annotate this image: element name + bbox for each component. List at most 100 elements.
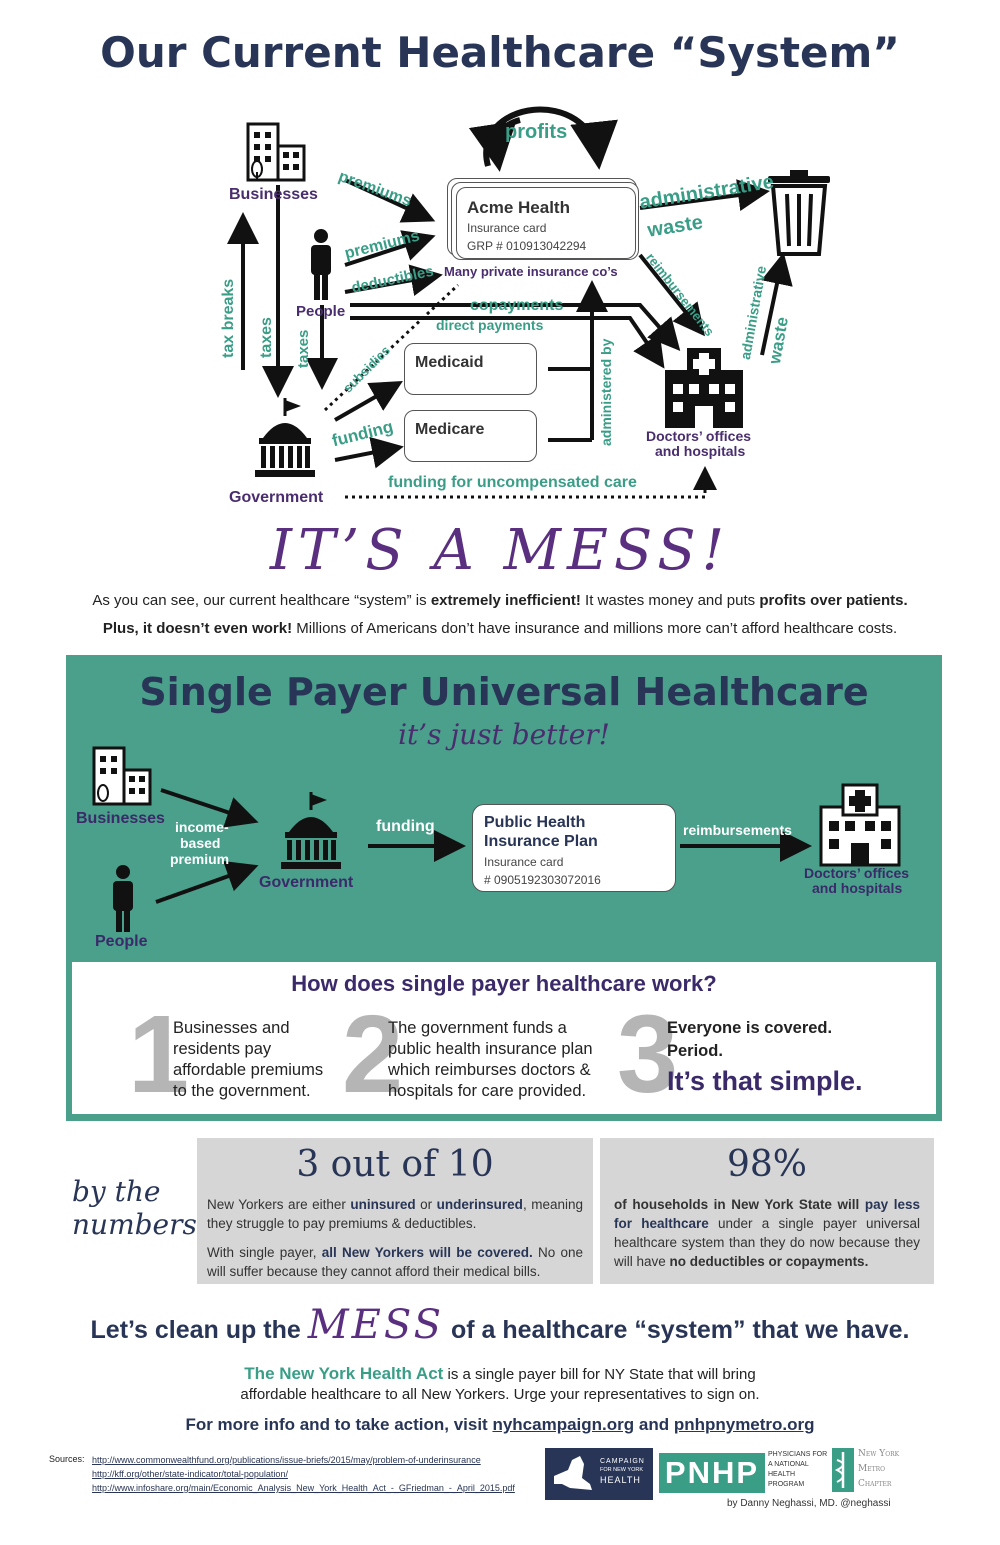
step-1-number: 1	[128, 993, 190, 1116]
sp-doctors-label-1: Doctors’ offices	[804, 865, 910, 881]
government-capitol-icon	[255, 398, 315, 477]
businesses-building-icon	[92, 746, 152, 806]
stat-text: under a single payer universal healthcar…	[614, 1216, 921, 1269]
stat-text: , meaning they struggle to pay premiums …	[207, 1197, 583, 1231]
single-payer-diagram	[92, 746, 901, 932]
hospital-icon	[665, 348, 743, 428]
step-3-text-b: Period.	[667, 1042, 723, 1060]
businesses-label: Businesses	[229, 186, 318, 203]
pnhp-text-1: PHYSICIANS FOR	[768, 1451, 828, 1458]
card-group-number: GRP # 010913042294	[467, 239, 587, 253]
stat-bold: no deductibles or copayments.	[669, 1254, 869, 1269]
businesses-building-icon	[246, 122, 306, 182]
chapter-text-3: Chapter	[858, 1479, 892, 1489]
stat-bold: pay less for healthcare	[614, 1197, 920, 1231]
desc-text: Millions of Americans don’t have insuran…	[292, 620, 898, 637]
hospital-icon	[819, 783, 901, 867]
desc-bold: extremely inefficient!	[430, 592, 581, 609]
info-text: and	[634, 1415, 674, 1434]
step-1-text: Businesses and residents pay affordable …	[173, 1019, 324, 1100]
pnhp-text-4: PROGRAM	[768, 1481, 805, 1488]
sp-businesses-label: Businesses	[76, 810, 165, 827]
government-label: Government	[229, 489, 324, 506]
stat-text: With single payer,	[207, 1245, 322, 1260]
step-3-text-c: It’s that simple.	[667, 1066, 863, 1096]
card-type: Insurance card	[467, 221, 547, 235]
pnhp-text-3: HEALTH	[768, 1471, 796, 1478]
uncompensated-care-label: funding for uncompensated care	[388, 474, 637, 491]
step-2-text: The government funds a public health ins…	[388, 1019, 593, 1100]
chapter-text-2: Metro	[858, 1464, 886, 1474]
nyhcampaign-link[interactable]: nyhcampaign.org	[492, 1415, 635, 1434]
desc-text: As you can see, our current healthcare “…	[92, 592, 431, 609]
source-link[interactable]: http://www.commonwealthfund.org/publicat…	[92, 1455, 481, 1465]
stat-1-big: 3 out of 10	[296, 1144, 494, 1185]
step-2-number: 2	[342, 993, 404, 1116]
taxes-people-label: taxes	[295, 329, 312, 368]
public-card-number: # 0905192303072016	[484, 873, 601, 887]
stat-1-paragraph-1: New Yorkers are either uninsured or unde…	[207, 1195, 583, 1233]
public-card-name-1: Public Health	[484, 814, 586, 831]
medicaid-label: Medicaid	[415, 354, 484, 371]
profits-label: profits	[505, 121, 568, 143]
stat-bold: of households in New York State will	[614, 1197, 865, 1212]
source-link[interactable]: http://www.infoshare.org/main/Economic_A…	[92, 1483, 515, 1493]
pnhpnymetro-link[interactable]: pnhpnymetro.org	[673, 1415, 815, 1434]
caduceus-icon	[832, 1448, 854, 1492]
public-card-name-2: Insurance Plan	[484, 833, 598, 850]
sp-funding-label: funding	[376, 818, 435, 835]
desc-bold: Plus, it doesn’t even work!	[102, 620, 293, 637]
doctors-label-1: Doctors’ offices	[646, 428, 752, 444]
doctors-label-2: and hospitals	[655, 443, 746, 459]
by-the-numbers-label-2: numbers	[72, 1208, 197, 1241]
administered-by-label: administered by	[598, 338, 614, 446]
cta-text-a: Let’s clean up the	[90, 1316, 301, 1344]
by-the-numbers-label-1: by the	[72, 1175, 161, 1208]
medicare-box: Medicare	[404, 410, 537, 462]
campaign-text-3: HEALTH	[600, 1475, 641, 1485]
current-system-description-2: Plus, it doesn’t even work! Millions of …	[0, 620, 1000, 637]
person-icon	[311, 229, 331, 300]
author-credit: by Danny Neghassi, MD. @neghassi	[727, 1498, 891, 1509]
pnhp-logo: PNHP	[659, 1453, 765, 1493]
mess-heading: IT’S A MESS!	[269, 518, 731, 583]
cta-text-b: of a healthcare “system” that we have.	[450, 1316, 910, 1344]
single-payer-title: Single Payer Universal Healthcare	[139, 670, 869, 714]
step-3-text-a: Everyone is covered.	[667, 1019, 833, 1037]
how-it-works-box	[72, 962, 936, 1114]
new-york-state-icon	[554, 1456, 592, 1490]
premium-label-3: premium	[170, 851, 230, 867]
cta-mess: MESS	[307, 1302, 444, 1348]
ny-health-act-name: The New York Health Act	[244, 1364, 444, 1383]
stat-bold: all New Yorkers will be covered.	[321, 1245, 533, 1260]
stat-bold: uninsured	[350, 1197, 416, 1212]
desc-bold: profits over patients.	[759, 592, 908, 609]
chapter-text-1: New York	[858, 1449, 900, 1459]
private-insurers-label: Many private insurance co’s	[444, 264, 618, 279]
stat-text: New Yorkers are either	[207, 1197, 351, 1212]
taxes-business-label: taxes	[258, 317, 275, 358]
public-card-type: Insurance card	[484, 855, 564, 869]
how-it-works-title: How does single payer healthcare work?	[291, 971, 717, 996]
copayments-label: copayments	[470, 297, 564, 314]
sp-doctors-label-2: and hospitals	[812, 880, 903, 896]
stat-2-paragraph: of households in New York State will pay…	[614, 1195, 920, 1271]
trash-can-icon	[768, 170, 830, 256]
premium-label-1: income-	[175, 819, 229, 835]
direct-payments-label: direct payments	[436, 317, 544, 333]
stat-bold: underinsured	[436, 1197, 523, 1212]
card-company-name: Acme Health	[467, 198, 570, 217]
stat-2-big: 98%	[726, 1144, 807, 1185]
current-system-diagram	[227, 106, 830, 499]
act-description-1: The New York Health Act is a single paye…	[0, 1364, 1000, 1384]
current-system-description-1: As you can see, our current healthcare “…	[0, 592, 1000, 609]
desc-text: It wastes money and puts	[580, 592, 760, 609]
medicare-label: Medicare	[415, 421, 485, 438]
source-link[interactable]: http://kff.org/other/state-indicator/tot…	[92, 1469, 288, 1479]
stat-box-1	[197, 1138, 593, 1284]
sp-government-label: Government	[259, 874, 354, 891]
person-icon	[113, 865, 133, 932]
insurance-card-acme: Acme Health Insurance card GRP # 0109130…	[456, 187, 636, 259]
campaign-logo: CAMPAIGN FOR NEW YORK HEALTH	[545, 1448, 653, 1500]
step-3-number: 3	[617, 993, 679, 1116]
